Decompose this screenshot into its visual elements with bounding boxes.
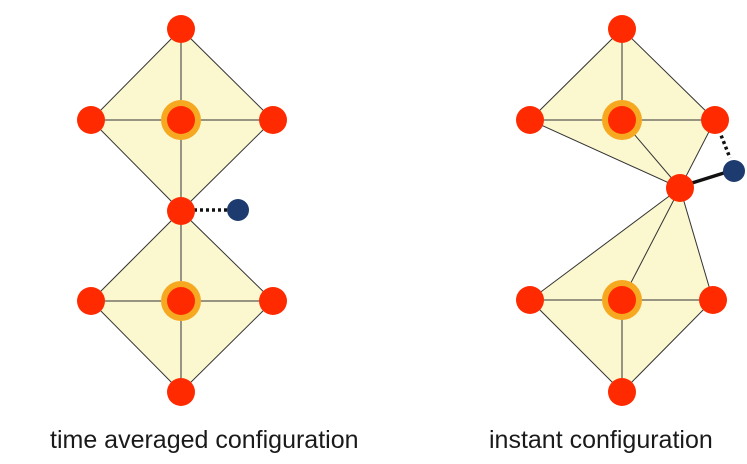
oxygen-atom [516,106,544,134]
oxygen-atom [516,286,544,314]
oxygen-atom [167,15,195,43]
panel-instant [516,15,745,406]
proton-atom [227,199,249,221]
panel-time-averaged [77,15,287,406]
caption-instant: instant configuration [489,426,713,454]
caption-time-averaged: time averaged configuration [50,426,359,454]
oxygen-atom [259,287,287,315]
octahedron-edge [621,187,681,301]
oxygen-atom [701,106,729,134]
metal-atom [608,286,636,314]
covalent-bond [691,170,728,185]
oxygen-atom [77,106,105,134]
oxygen-atom [699,286,727,314]
hydrogen-bond [717,129,732,159]
oxygen-atom [259,106,287,134]
proton-atom [723,160,745,182]
oxygen-atom [608,15,636,43]
metal-atom [608,106,636,134]
metal-atom [167,106,195,134]
metal-atom [167,287,195,315]
oxygen-atom [608,378,636,406]
oxygen-atom [666,174,694,202]
oxygen-atom [77,287,105,315]
oxygen-atom [167,378,195,406]
oxygen-atom [167,197,195,225]
